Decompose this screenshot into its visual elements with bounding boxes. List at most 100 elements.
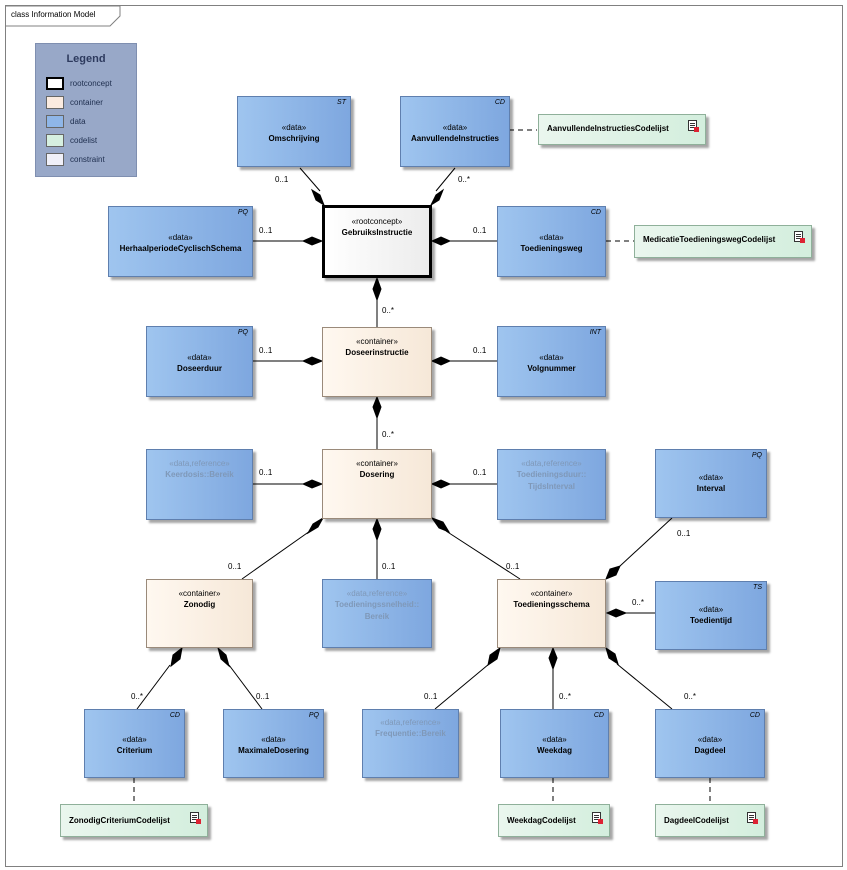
diagram-title: class Information Model: [11, 10, 96, 19]
type-tag: PQ: [308, 712, 319, 719]
class-toedieningsweg[interactable]: CD «data»Toedieningsweg: [497, 206, 606, 277]
codelist-zonodig-criterium[interactable]: ZonodigCriteriumCodelijst: [60, 804, 208, 837]
diamond-weekdag: [548, 646, 558, 671]
link-zonodig: [241, 530, 311, 580]
class-toedieningssnelheid[interactable]: «data,reference»Toedieningssnelheid::Ber…: [322, 579, 432, 648]
stereotype: «container»: [356, 459, 398, 468]
class-name: Keerdosis::Bereik: [165, 470, 234, 479]
document-icon: [794, 231, 805, 243]
class-name: GebruiksInstructie: [341, 228, 413, 237]
class-name: Toedieningssnelheid::: [334, 600, 420, 609]
link-maximaledosering: [228, 664, 263, 710]
diamond-zonodig: [306, 516, 325, 535]
legend-label: container: [70, 98, 103, 107]
link-interval: [619, 517, 673, 567]
stereotype: «data»: [542, 735, 567, 744]
class-dagdeel[interactable]: CD «data»Dagdeel: [655, 709, 765, 778]
class-name: Toedieningsweg: [520, 244, 583, 253]
class-aanvullende-instructies[interactable]: CD «data»AanvullendeInstructies: [400, 96, 510, 167]
codelist-dagdeel[interactable]: DagdeelCodelijst: [655, 804, 765, 837]
class-zonodig[interactable]: «container»Zonodig: [146, 579, 253, 648]
class-gebruiksinstructie[interactable]: «rootconcept»GebruiksInstructie: [322, 205, 432, 278]
diamond-frequentie: [487, 646, 501, 667]
class-maximaledosering[interactable]: PQ «data»MaximaleDosering: [223, 709, 324, 778]
class-dosering[interactable]: «container» Dosering: [322, 449, 432, 519]
codelist-weekdag[interactable]: WeekdagCodelijst: [498, 804, 610, 837]
multiplicity-dagdeel: 0..*: [684, 692, 697, 701]
class-doseerduur[interactable]: PQ «data»Doseerduur: [146, 326, 253, 397]
link-omschrijving: [299, 167, 321, 192]
type-tag: TS: [753, 584, 762, 591]
class-toedieningsduur[interactable]: «data,reference»Toedieningsduur::TijdsIn…: [497, 449, 606, 520]
legend-swatch-container: [46, 96, 64, 109]
class-weekdag[interactable]: CD «data»Weekdag: [500, 709, 609, 778]
class-keerdosis[interactable]: «data,reference»Keerdosis::Bereik: [146, 449, 253, 520]
codelist-name: DagdeelCodelijst: [664, 816, 729, 825]
diamond-keerdosis: [301, 479, 324, 489]
multiplicity-toedieningssnelheid: 0..1: [382, 562, 396, 571]
class-criterium[interactable]: CD «data»Criterium: [84, 709, 185, 778]
class-omschrijving[interactable]: ST «data»Omschrijving: [237, 96, 351, 167]
class-name: Toedientijd: [689, 616, 733, 625]
stereotype: «container»: [178, 589, 221, 598]
type-tag: CD: [169, 712, 180, 719]
diamond-dosering: [372, 395, 382, 420]
document-icon: [688, 120, 699, 132]
stereotype: «data,reference»: [169, 459, 230, 468]
class-name: MaximaleDosering: [238, 746, 309, 755]
class-name: Frequentie::Bereik: [375, 729, 446, 738]
class-name: HerhaalperiodeCyclischSchema: [119, 244, 242, 253]
stereotype: «data,reference»: [380, 718, 441, 727]
link-criterium: [136, 664, 171, 710]
codelist-toedieningsweg[interactable]: MedicatieToedieningswegCodelijst: [634, 225, 812, 258]
legend-swatch-rootconcept: [46, 77, 64, 90]
diamond-toedieningssnelheid: [372, 517, 382, 542]
class-name-line2: TijdsInterval: [528, 482, 575, 491]
class-toedientijd[interactable]: TS «data»Toedientijd: [655, 581, 767, 650]
class-name: Weekdag: [537, 746, 572, 755]
class-name: Toedieningsduur::: [516, 470, 587, 479]
multiplicity-toedieningsschema: 0..1: [506, 562, 520, 571]
class-name: Volgnummer: [527, 364, 576, 373]
class-frequentie[interactable]: «data,reference»Frequentie::Bereik: [362, 709, 459, 778]
diamond-interval: [605, 565, 621, 580]
class-interval[interactable]: PQ «data»Interval: [655, 449, 767, 518]
class-name: AanvullendeInstructies: [410, 134, 500, 143]
class-toedieningsschema[interactable]: «container» Toedieningsschema: [497, 579, 606, 648]
link-frequentie: [434, 663, 490, 710]
stereotype: «container»: [530, 589, 573, 598]
link-aanvullende: [435, 167, 456, 192]
type-tag: ST: [337, 99, 346, 106]
codelist-aanvullende-instructies[interactable]: AanvullendeInstructiesCodelijst: [538, 114, 706, 145]
document-icon: [190, 812, 201, 824]
legend-swatch-constraint: [46, 153, 64, 166]
diamond-toedieningsweg: [430, 236, 452, 246]
legend-swatch-data: [46, 115, 64, 128]
class-herhaalperiode[interactable]: PQ «data»HerhaalperiodeCyclischSchema: [108, 206, 253, 277]
stereotype: «data»: [539, 233, 564, 242]
legend: Legend rootconcept container data codeli…: [35, 43, 137, 177]
class-volgnummer[interactable]: INT «data»Volgnummer: [497, 326, 606, 397]
diamond-aanvullende: [429, 188, 445, 207]
codelist-name: MedicatieToedieningswegCodelijst: [643, 235, 776, 244]
stereotype: «data»: [187, 353, 212, 362]
class-name: Toedieningsschema: [513, 600, 590, 609]
link-toedieningsschema: [445, 530, 521, 580]
class-doseerinstructie[interactable]: «container»Doseerinstructie: [322, 327, 432, 397]
diamond-toedieningsschema: [430, 516, 451, 534]
class-name: Dosering: [359, 470, 395, 479]
multiplicity-doseerinstructie: 0..*: [382, 306, 395, 315]
legend-label: rootconcept: [70, 79, 112, 88]
diamond-omschrijving: [310, 188, 326, 207]
multiplicity-dosering: 0..*: [382, 430, 395, 439]
type-tag: CD: [749, 712, 760, 719]
type-tag: PQ: [237, 329, 248, 336]
document-icon: [747, 812, 758, 824]
legend-swatch-codelist: [46, 134, 64, 147]
multiplicity-criterium: 0..*: [131, 692, 144, 701]
multiplicity-toedieningsweg: 0..1: [473, 226, 487, 235]
multiplicity-doseerduur: 0..1: [259, 346, 273, 355]
multiplicity-herhaalperiode: 0..1: [259, 226, 273, 235]
type-tag: PQ: [751, 452, 762, 459]
